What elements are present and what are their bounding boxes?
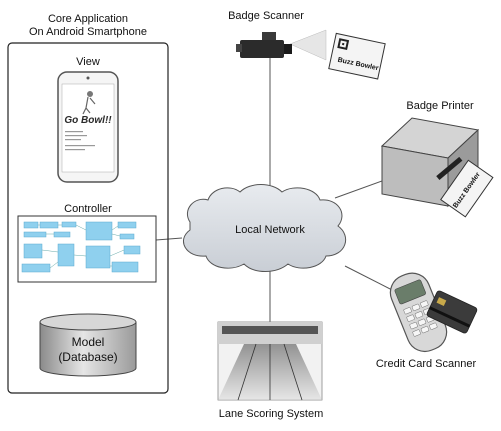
model-label-line2: (Database) (58, 350, 118, 364)
view-label: View (76, 56, 100, 68)
model-label-line1: Model (71, 335, 105, 349)
phone-screen-title: Go Bowl!! (64, 115, 112, 126)
controller-diagram (17, 215, 157, 283)
local-network-cloud (183, 184, 347, 272)
badge-printer-device (380, 117, 494, 218)
credit-card-scanner-label: Credit Card Scanner (375, 358, 477, 370)
credit-card-scanner-device (389, 272, 478, 353)
core-app-title-line1: Core Application (47, 13, 129, 25)
core-app-box (7, 42, 169, 394)
model-database (39, 313, 137, 377)
link-printer (334, 180, 383, 199)
lane-scoring-photo (217, 321, 323, 401)
core-app-title-line2: On Android Smartphone (28, 26, 148, 38)
phone-view (57, 71, 119, 183)
controller-label: Controller (64, 203, 112, 215)
link-controller (155, 237, 183, 241)
badge-scanner-device (236, 29, 386, 80)
lane-scoring-label: Lane Scoring System (218, 408, 324, 420)
network-links (155, 58, 397, 326)
link-credit-card (344, 265, 397, 293)
badge-scanner-label: Badge Scanner (228, 10, 304, 22)
badge-printer-label: Badge Printer (406, 100, 474, 112)
local-network-label: Local Network (235, 224, 305, 236)
